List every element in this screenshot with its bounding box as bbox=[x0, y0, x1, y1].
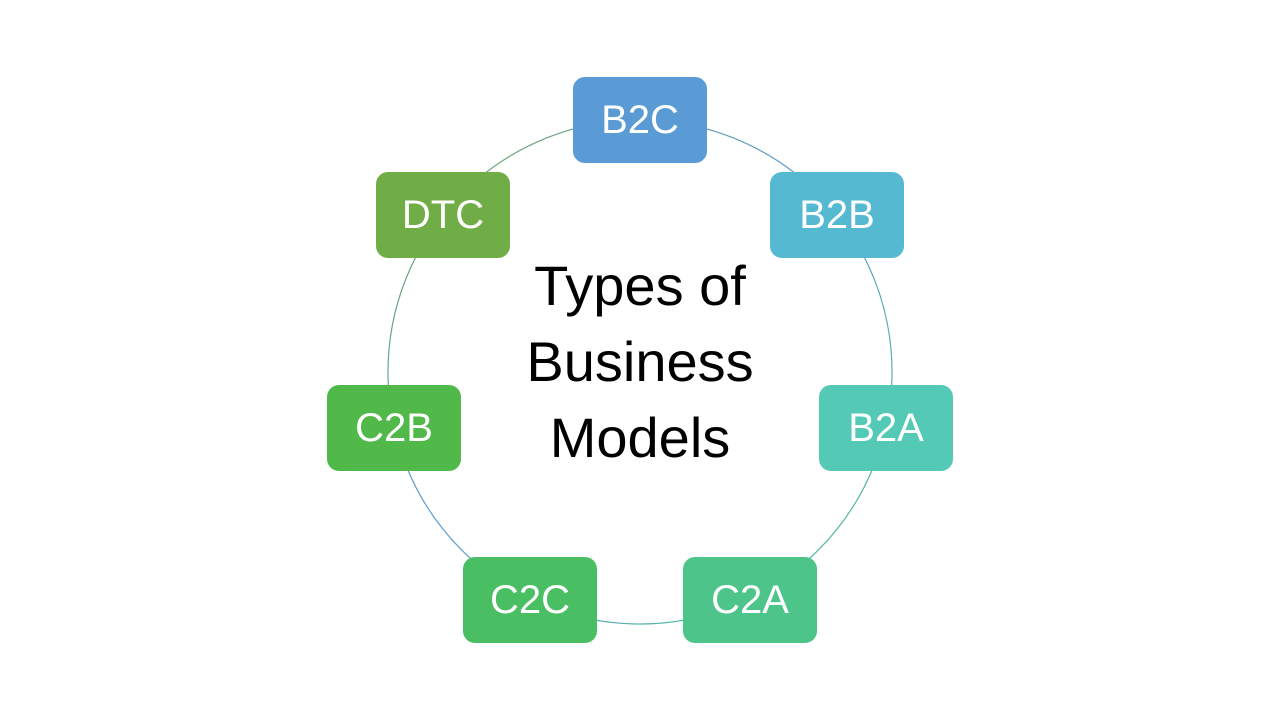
node-c2b-label: C2B bbox=[355, 406, 433, 450]
title-line-3: Models bbox=[549, 406, 731, 469]
node-b2a-label: B2A bbox=[848, 406, 924, 450]
center-title: Types of Business Models bbox=[490, 252, 790, 472]
node-b2a: B2A bbox=[819, 385, 953, 471]
node-b2b-label: B2B bbox=[799, 193, 875, 237]
node-b2c-label: B2C bbox=[601, 98, 679, 142]
node-dtc-label: DTC bbox=[401, 193, 485, 237]
node-b2c: B2C bbox=[573, 77, 707, 163]
node-dtc: DTC bbox=[376, 172, 510, 258]
node-b2b: B2B bbox=[770, 172, 904, 258]
node-c2b: C2B bbox=[327, 385, 461, 471]
node-c2c: C2C bbox=[463, 557, 597, 643]
node-c2c-label: C2C bbox=[489, 578, 571, 622]
node-c2a: C2A bbox=[683, 557, 817, 643]
title-line-2: Business bbox=[526, 330, 754, 393]
title-line-1: Types of bbox=[534, 254, 746, 317]
node-c2a-label: C2A bbox=[711, 578, 789, 622]
